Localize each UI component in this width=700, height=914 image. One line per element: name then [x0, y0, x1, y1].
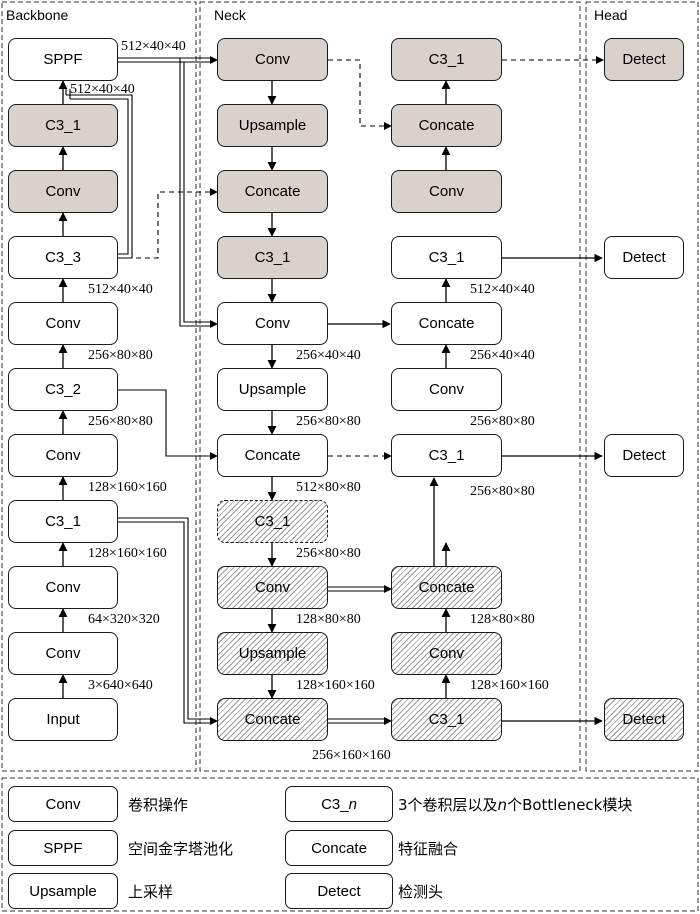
legend-desc-upsample: 上采样: [128, 883, 174, 901]
section-title-neck: Neck: [214, 7, 246, 23]
legend-desc-concat: 特征融合: [398, 840, 459, 858]
backbone-conv-d: Conv: [8, 566, 118, 609]
neck-upsample-2: Upsample: [217, 368, 328, 411]
neck-concat-2: Concate: [217, 434, 328, 477]
head-detect-4: Detect: [604, 698, 684, 741]
backbone-input: Input: [8, 698, 118, 741]
legend-desc-conv: 卷积操作: [128, 796, 189, 814]
dim-label: 256×80×80: [88, 348, 153, 363]
legend-desc-c3n: 3个卷积层以及n个Bottleneck模块: [398, 794, 632, 815]
dim-label: 256×80×80: [296, 546, 361, 561]
neck-right-concat-2: Concate: [391, 302, 502, 345]
dim-label: 128×80×80: [296, 612, 361, 627]
dim-label: 256×80×80: [470, 414, 535, 429]
double-line-conv-concat: [328, 586, 386, 592]
dim-label: 3×640×640: [88, 678, 153, 693]
backbone-c3-3: C3_3: [8, 236, 118, 279]
legend-box-c3n-label: C3_: [321, 795, 349, 813]
neck-right-conv-2: Conv: [391, 368, 502, 411]
legend-box-sppf: SPPF: [8, 830, 118, 866]
backbone-conv-e: Conv: [8, 632, 118, 675]
neck-upsample-1: Upsample: [217, 104, 328, 147]
dashed-conv-concat-top: [328, 59, 384, 127]
dashed-c3-3-concat: [118, 191, 212, 259]
dim-label: 128×80×80: [470, 612, 535, 627]
dim-label: 256×160×160: [312, 748, 391, 763]
neck-right-c3-1a: C3_1: [391, 38, 502, 81]
backbone-conv-c: Conv: [8, 434, 118, 477]
neck-right-conv-3: Conv: [391, 632, 502, 675]
section-title-backbone: Backbone: [6, 7, 69, 23]
legend-box-concat: Concate: [285, 830, 393, 866]
legend-desc-c3n-post: 个Bottleneck模块: [507, 796, 633, 814]
legend-desc-sppf: 空间金字塔池化: [128, 840, 234, 858]
double-line-c3-3-sppf: [66, 94, 133, 259]
neck-c3-1a: C3_1: [217, 236, 328, 279]
neck-right-c3-1c: C3_1: [391, 434, 502, 477]
dim-label: 256×80×80: [296, 414, 361, 429]
dim-label: 128×160×160: [88, 546, 167, 561]
neck-c3-1b: C3_1: [217, 500, 328, 543]
dim-label: 64×320×320: [88, 612, 160, 627]
legend-box-upsample: Upsample: [8, 873, 118, 909]
legend-box-detect: Detect: [285, 873, 393, 909]
double-line-sppf-conv2: [179, 58, 212, 327]
neck-right-concat-1: Concate: [391, 104, 502, 147]
backbone-sppf: SPPF: [8, 38, 118, 81]
neck-right-c3-1b: C3_1: [391, 236, 502, 279]
head-detect-3: Detect: [604, 434, 684, 477]
neck-conv-2: Conv: [217, 302, 328, 345]
line-c3-2-concat: [118, 389, 212, 457]
neck-conv-1: Conv: [217, 38, 328, 81]
dim-label: 512×40×40: [470, 282, 535, 297]
dim-label: 128×160×160: [470, 678, 549, 693]
neck-right-c3-1d: C3_1: [391, 698, 502, 741]
neck-right-concat-3: Concate: [391, 566, 502, 609]
dim-label: 512×40×40: [88, 282, 153, 297]
double-line-concat-c3: [328, 718, 386, 724]
dim-label: 512×80×80: [296, 480, 361, 495]
backbone-conv-a: Conv: [8, 170, 118, 213]
backbone-c3-1: C3_1: [8, 104, 118, 147]
dim-label: 128×160×160: [88, 480, 167, 495]
dim-label: 256×80×80: [88, 414, 153, 429]
neck-right-conv-1: Conv: [391, 170, 502, 213]
dim-label: 256×40×40: [470, 348, 535, 363]
dim-label: 256×80×80: [470, 484, 535, 499]
legend-desc-c3n-pre: 3个卷积层以及: [398, 796, 498, 814]
backbone-c3-2: C3_2: [8, 368, 118, 411]
legend-box-c3n: C3_n: [285, 786, 393, 822]
backbone-c3-1b: C3_1: [8, 500, 118, 543]
head-detect-1: Detect: [604, 38, 684, 81]
neck-concat-1: Concate: [217, 170, 328, 213]
dim-label: 256×40×40: [296, 348, 361, 363]
dim-label: 512×40×40: [121, 39, 186, 54]
dim-label: 128×160×160: [296, 678, 375, 693]
neck-concat-3: Concate: [217, 698, 328, 741]
double-line-c3-1-concat3: [118, 517, 212, 724]
neck-upsample-3: Upsample: [217, 632, 328, 675]
dim-label: 512×40×40: [70, 82, 135, 97]
head-detect-2: Detect: [604, 236, 684, 279]
backbone-conv-b: Conv: [8, 302, 118, 345]
legend-box-c3n-italic: n: [348, 795, 357, 813]
legend-desc-detect: 检测头: [398, 883, 444, 901]
neck-conv-3: Conv: [217, 566, 328, 609]
legend-desc-c3n-italic: n: [497, 796, 508, 814]
double-line-sppf-conv: [118, 57, 212, 63]
section-title-head: Head: [594, 7, 628, 23]
legend-box-conv: Conv: [8, 786, 118, 822]
